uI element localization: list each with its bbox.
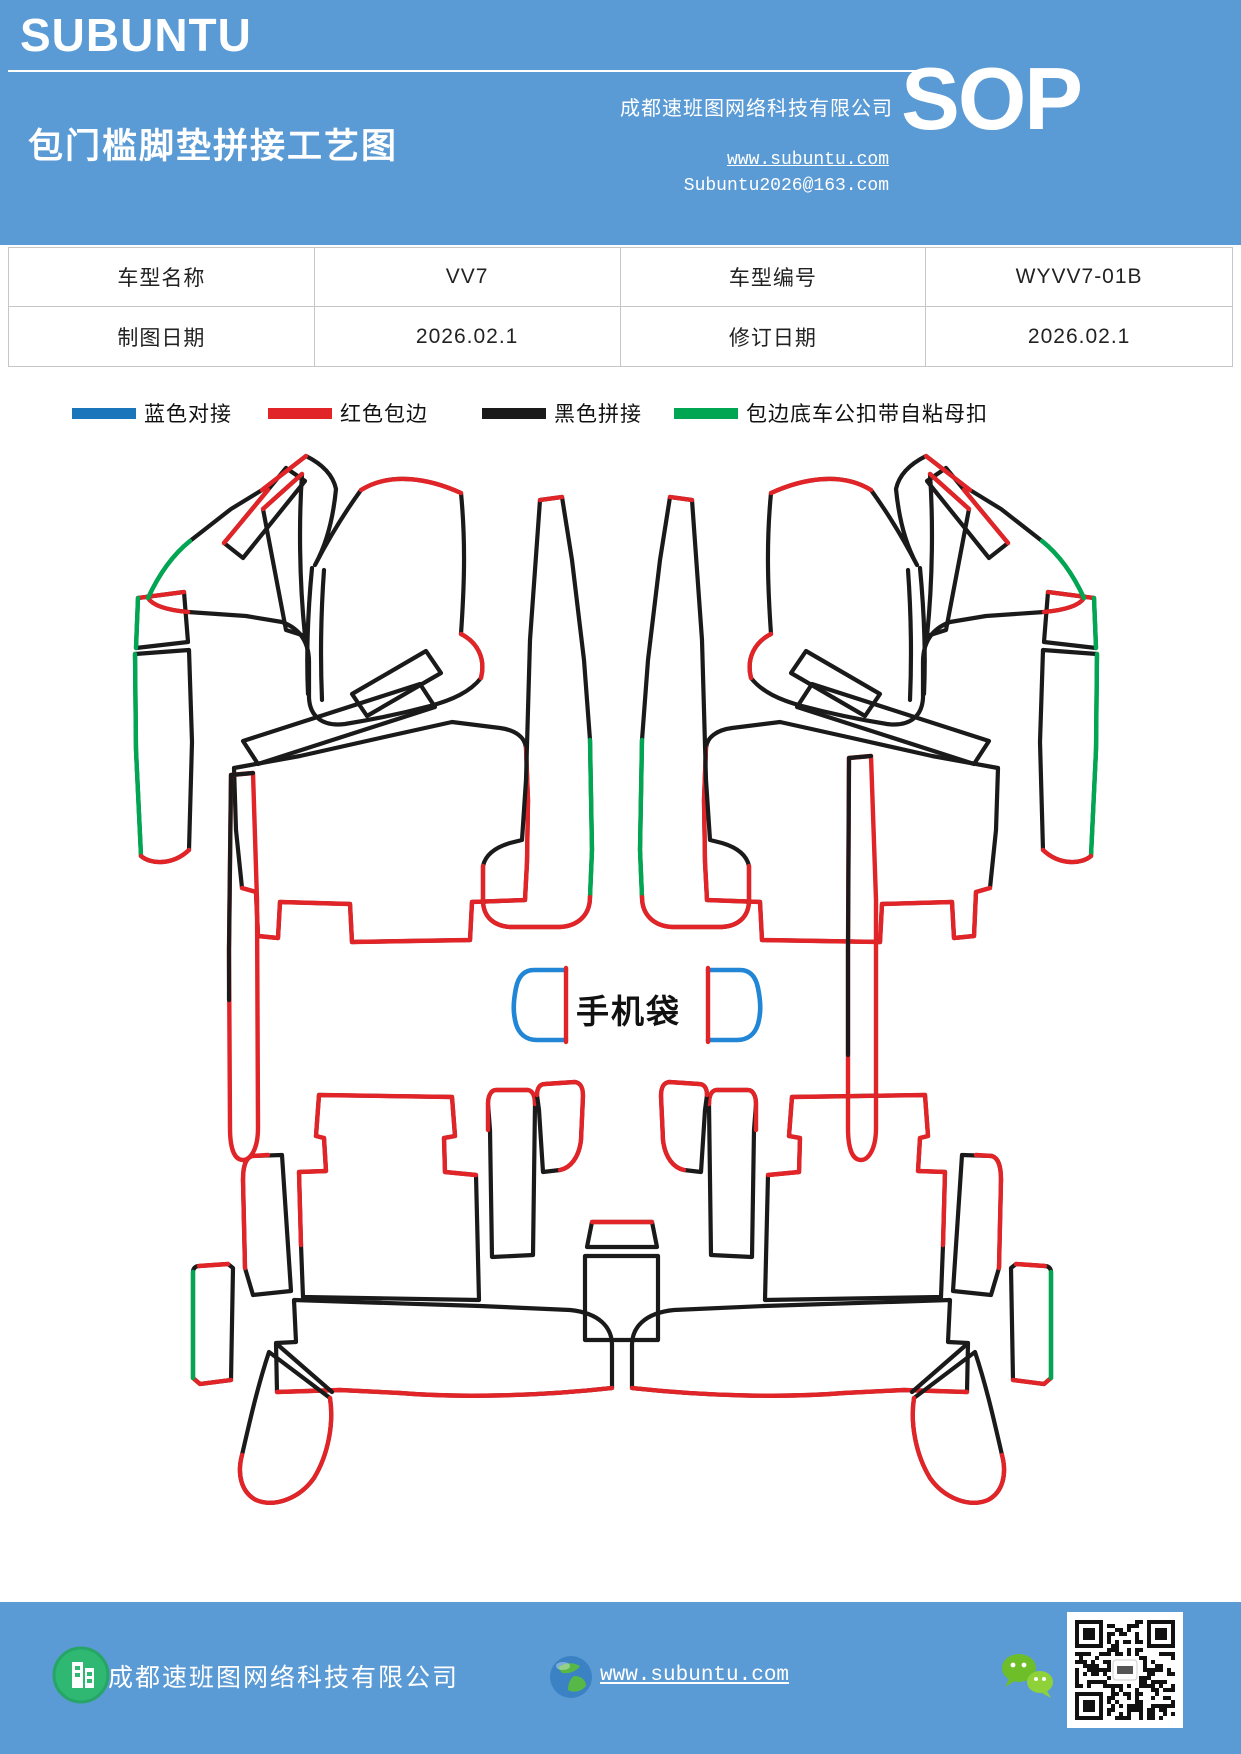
- mat-piece-outline: [133, 589, 191, 651]
- blue-joint-segment: [511, 967, 569, 1043]
- mat-piece-outline: [190, 1261, 236, 1387]
- red-edging-segment: [240, 1177, 248, 1271]
- mat-piece-outline: [296, 1092, 482, 1303]
- green-edge-segment: [145, 538, 193, 601]
- qr-code: [1067, 1612, 1183, 1728]
- legend-label: 包边底车公扣带自粘母扣: [746, 403, 988, 426]
- mat-piece-outline: [226, 770, 261, 1163]
- red-edging-segment: [274, 1385, 615, 1398]
- mat-piece-outline: [273, 1297, 615, 1398]
- mat-piece-outline: [349, 648, 444, 719]
- mat-piece-outline: [145, 453, 485, 727]
- red-edging-segment: [358, 476, 464, 496]
- splice-seam-line: [845, 755, 852, 1058]
- blue-joint-segment: [705, 967, 763, 1043]
- footer-website-link[interactable]: www.subuntu.com: [600, 1664, 790, 1687]
- legend-item-black: 黑色拼接: [482, 398, 642, 428]
- red-line-swatch-icon: [268, 408, 332, 419]
- legend-label: 红色包边: [340, 403, 428, 426]
- red-edging-segment: [190, 1375, 234, 1387]
- black-line-swatch-icon: [482, 408, 546, 419]
- table-label-draw-date: 制图日期: [9, 307, 315, 366]
- splice-seam-line: [318, 567, 327, 703]
- rear-mat-group-right: [632, 1082, 1051, 1503]
- legend-item-blue: 蓝色对接: [72, 398, 232, 428]
- legend-label: 黑色拼接: [554, 403, 642, 426]
- mat-assembly-diagram: [132, 453, 1241, 1540]
- blue-line-swatch-icon: [72, 408, 136, 419]
- splice-seam-line: [846, 753, 874, 761]
- mat-piece-outline: [485, 1087, 538, 1260]
- splice-seam-line: [275, 1342, 335, 1395]
- red-edging-segment: [259, 453, 309, 493]
- green-edge-segment: [133, 595, 141, 651]
- phone-bag-pieces: [511, 965, 763, 1045]
- header-email: Subuntu2026@163.com: [683, 176, 889, 196]
- red-edging-segment: [221, 487, 271, 546]
- red-edging-segment: [138, 847, 192, 865]
- mat-piece-outline: [260, 471, 308, 639]
- header-band: SUBUNTU 包门槛脚垫拼接工艺图 成都速班图网络科技有限公司 www.sub…: [0, 0, 1241, 245]
- sop-label: SOP: [901, 49, 1083, 148]
- red-edging-segment: [485, 1087, 538, 1133]
- mat-piece-outline: [845, 753, 879, 1163]
- red-edging-segment: [296, 1092, 479, 1248]
- green-line-swatch-icon: [674, 408, 738, 419]
- legend-item-red: 红色包边: [268, 398, 428, 428]
- table-label-model-code: 车型编号: [620, 248, 927, 307]
- wechat-icon: [1002, 1654, 1053, 1698]
- footer-band: 成都速班图网络科技有限公司 www.subuntu.com: [0, 1602, 1241, 1754]
- header-website-link[interactable]: www.subuntu.com: [726, 150, 889, 170]
- mat-piece-outline: [240, 681, 438, 767]
- red-edging-segment: [458, 631, 485, 681]
- rear-mat-group-left: [190, 1079, 615, 1505]
- green-edge-segment: [132, 651, 144, 859]
- red-edging-segment: [145, 595, 191, 615]
- header-divider-line: [8, 70, 930, 72]
- green-edge-segment: [587, 737, 595, 900]
- mat-piece-outline: [582, 1253, 661, 1343]
- company-building-icon: [52, 1646, 110, 1704]
- splice-seam-line: [226, 772, 234, 1003]
- mat-piece-outline: [480, 494, 595, 930]
- vehicle-info-table: 车型名称 VV7 车型编号 WYVV7-01B 制图日期 2026.02.1 修…: [8, 247, 1233, 367]
- red-edging-segment: [240, 1152, 271, 1183]
- front-mat-group-right: [640, 456, 1097, 942]
- splice-seam-line: [305, 565, 315, 697]
- rear-center-pieces: [582, 1219, 661, 1343]
- splice-seam-line: [228, 770, 256, 778]
- mat-piece-outline: [237, 1349, 334, 1505]
- table-value-draw-date: 2026.02.1: [315, 307, 621, 366]
- door-sill-strip-left: [226, 770, 261, 1163]
- front-mat-group-left: [132, 453, 595, 945]
- legend-item-green: 包边底车公扣带自粘母扣: [674, 398, 988, 428]
- table-value-model-name: VV7: [314, 248, 621, 307]
- footer-company-name: 成都速班图网络科技有限公司: [108, 1664, 460, 1692]
- table-label-revise-date: 修订日期: [621, 307, 927, 366]
- mat-piece-outline: [132, 647, 195, 865]
- table-value-revise-date: 2026.02.1: [1027, 324, 1131, 348]
- header-company-name: 成都速班图网络科技有限公司: [620, 98, 893, 120]
- door-sill-strip-right: [845, 753, 879, 1163]
- red-edging-segment: [196, 1261, 231, 1269]
- mat-piece-outline: [240, 1152, 294, 1298]
- red-edging-segment: [480, 863, 593, 930]
- phone-bag-label: 手机袋: [576, 993, 681, 1030]
- red-edging-segment: [135, 589, 187, 601]
- mat-piece-outline: [584, 1219, 660, 1250]
- globe-icon: [550, 1656, 592, 1698]
- red-edging-segment: [534, 1079, 586, 1173]
- brand-logo: SUBUNTU: [20, 9, 252, 61]
- red-edging-segment: [260, 471, 305, 512]
- color-legend: 蓝色对接 红色包边 黑色拼接 包边底车公扣带自粘母扣: [0, 398, 1241, 432]
- table-label-model-name: 车型名称: [9, 248, 315, 307]
- red-edging-segment: [537, 494, 565, 503]
- red-edging-segment: [237, 1395, 334, 1505]
- legend-label: 蓝色对接: [144, 403, 232, 426]
- table-value-model-code: WYVV7-01B: [926, 248, 1232, 307]
- page-title: 包门槛脚垫拼接工艺图: [28, 127, 399, 166]
